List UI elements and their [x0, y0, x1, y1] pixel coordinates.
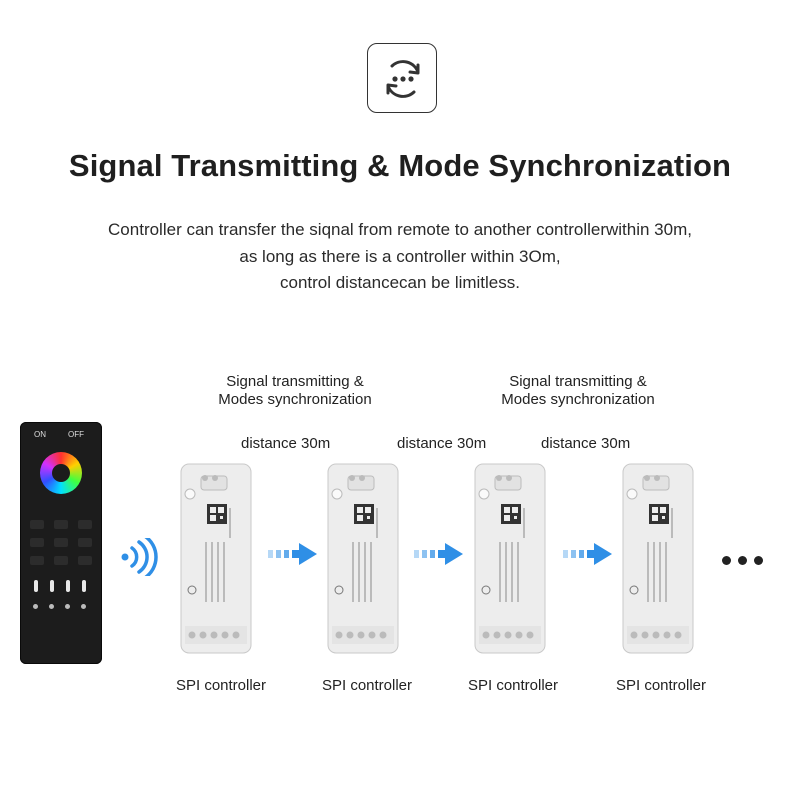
arrow-right-icon	[268, 543, 317, 565]
distance-label-3: distance 30m	[541, 435, 631, 452]
color-wheel	[40, 452, 82, 494]
controller-label-4: SPI controller	[615, 677, 707, 694]
sync-caption-1-line-2: Modes synchronization	[218, 391, 372, 408]
controller-device-2	[327, 463, 399, 654]
controller-device-3	[474, 463, 546, 654]
distance-label-2: distance 30m	[397, 435, 487, 452]
remote-off-label: OFF	[68, 430, 84, 439]
arrow-right-icon	[563, 543, 612, 565]
sync-icon-box	[367, 43, 437, 113]
sync-icon	[386, 60, 420, 98]
arrow-right-icon	[414, 543, 463, 565]
controller-label-2: SPI controller	[321, 677, 413, 694]
distance-label-1: distance 30m	[241, 435, 331, 452]
sync-caption-1: Signal transmitting & Modes synchronizat…	[195, 373, 395, 408]
sync-caption-2-line-2: Modes synchronization	[501, 391, 655, 408]
remote-control: ON OFF	[20, 422, 102, 664]
sync-caption-2-line-1: Signal transmitting &	[509, 373, 647, 390]
more-dots-icon	[722, 552, 770, 570]
subtitle-line-3: control distancecan be limitless.	[279, 273, 520, 292]
sync-caption-2: Signal transmitting & Modes synchronizat…	[478, 373, 678, 408]
subtitle-line-2: as long as there is a controller within …	[239, 247, 561, 266]
sync-caption-1-line-1: Signal transmitting &	[226, 373, 364, 390]
controller-device-1	[180, 463, 252, 654]
page-title: Signal Transmitting & Mode Synchronizati…	[68, 148, 732, 183]
controller-label-3: SPI controller	[467, 677, 559, 694]
remote-on-label: ON	[34, 430, 46, 439]
subtitle-line-1: Controller can transfer the siqnal from …	[108, 220, 692, 239]
controller-label-1: SPI controller	[175, 677, 267, 694]
controller-device-4	[622, 463, 694, 654]
wireless-signal-icon	[121, 538, 158, 576]
